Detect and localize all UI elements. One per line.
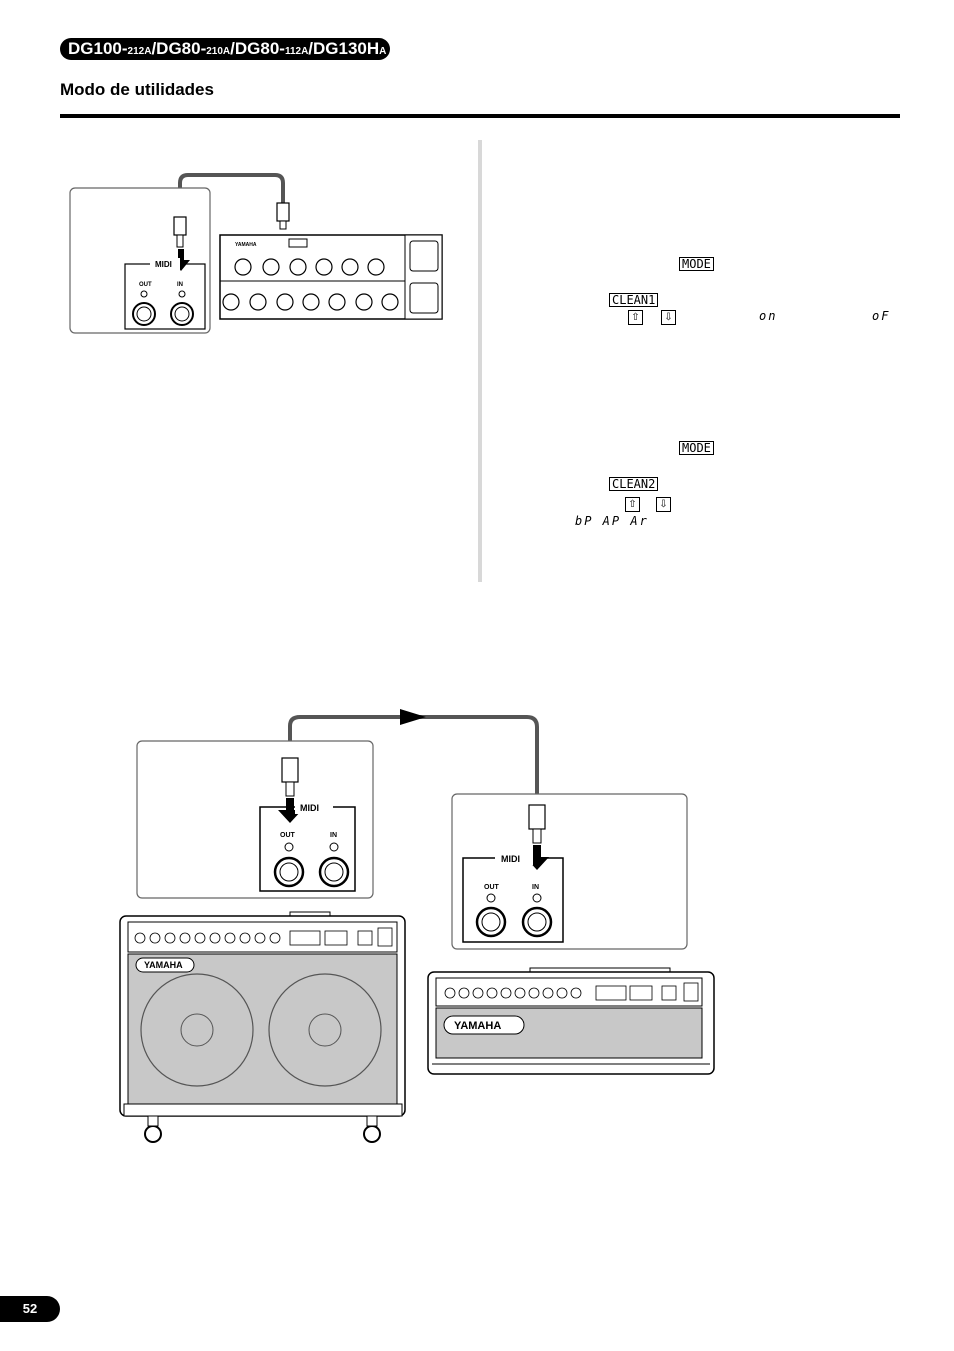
- right-out-label: OUT: [484, 884, 500, 891]
- in-label: IN: [177, 282, 183, 288]
- page-number: 52: [0, 1296, 60, 1322]
- down-arrow-icon[interactable]: ⇩: [661, 310, 676, 325]
- up-arrow-icon-2[interactable]: ⇧: [625, 497, 640, 512]
- down-arrow-icon-2[interactable]: ⇩: [656, 497, 671, 512]
- left-out-label: OUT: [280, 832, 296, 839]
- head-amp: YAMAHA: [427, 967, 715, 1075]
- arrow-right-icon: [400, 709, 426, 725]
- right-midi-in-jack: [521, 906, 553, 938]
- display-off: oF: [872, 309, 891, 323]
- clean1-button[interactable]: CLEAN1: [609, 293, 659, 307]
- up-arrow-icon[interactable]: ⇧: [628, 310, 643, 325]
- right-midi-out-jack: [475, 906, 507, 938]
- left-midi-out-jack: [273, 856, 305, 888]
- midi-in-jack: [170, 302, 194, 326]
- model-3: /DG80-112A: [230, 39, 309, 58]
- display-values: bP AP Ar: [575, 514, 649, 528]
- combo-amp: YAMAHA: [119, 911, 406, 1143]
- header-rule: [60, 114, 900, 118]
- model-4: /DG130HA: [308, 39, 387, 58]
- mode-button-2[interactable]: MODE: [679, 441, 714, 455]
- combo-brand: YAMAHA: [144, 960, 183, 970]
- section-title: Modo de utilidades: [60, 80, 214, 99]
- left-unit-panel: [136, 740, 374, 899]
- display-on: on: [759, 309, 778, 323]
- left-midi-label: MIDI: [300, 803, 319, 813]
- mode-button[interactable]: MODE: [679, 257, 714, 271]
- out-label: OUT: [139, 282, 152, 288]
- column-separator: [478, 140, 482, 582]
- controller-brand: YAMAHA: [235, 242, 257, 248]
- midi-label: MIDI: [155, 260, 172, 269]
- model-2: /DG80-210A: [151, 39, 231, 58]
- midi-cable: [178, 173, 285, 217]
- midi-plug: [173, 216, 187, 236]
- head-brand: YAMAHA: [454, 1020, 501, 1032]
- controller-plug: [276, 202, 290, 222]
- right-midi-label: MIDI: [501, 854, 520, 864]
- midi-out-jack: [132, 302, 156, 326]
- clean2-button[interactable]: CLEAN2: [609, 477, 659, 491]
- model-1: DG100-212A: [68, 39, 152, 58]
- diagram-foot-controller-connection: MIDI OUT IN YAMAHA: [69, 173, 443, 334]
- left-midi-in-jack: [318, 856, 350, 888]
- right-in-label: IN: [532, 884, 539, 891]
- diagram-amp-to-amp-connection: MIDI OUT IN MIDI OUT IN YAMAHA: [119, 709, 715, 1143]
- right-unit-panel: [451, 793, 688, 950]
- model-name-bar: DG100-212A/DG80-210A/DG80-112A/DG130HA: [60, 38, 390, 60]
- left-in-label: IN: [330, 832, 337, 839]
